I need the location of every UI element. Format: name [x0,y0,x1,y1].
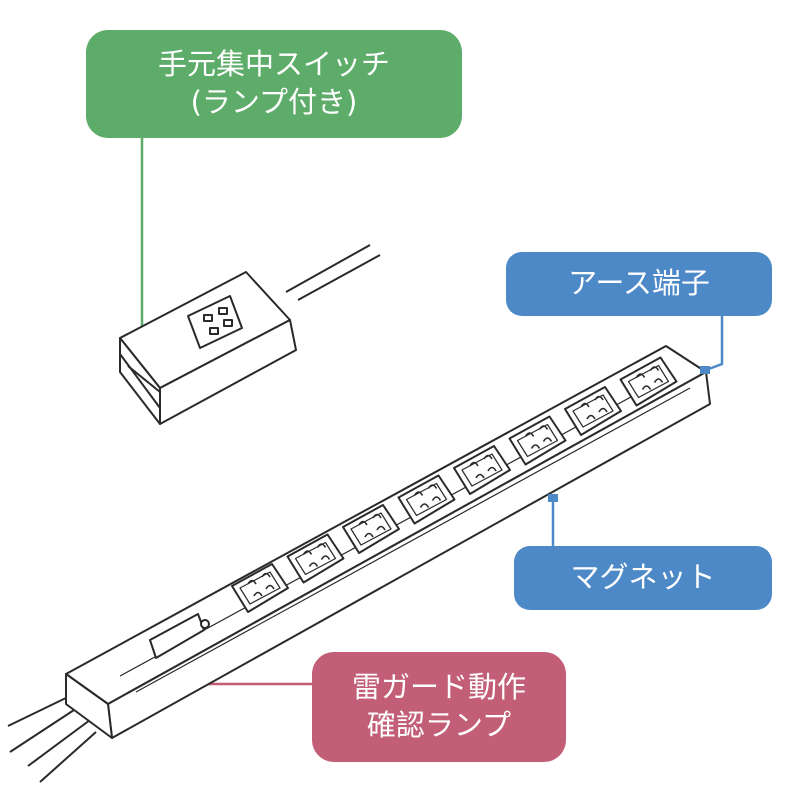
power-strip-body [7,345,711,783]
outlet [564,386,622,436]
lightning-guard-label: 雷ガード動作 [351,670,526,705]
outlet [231,563,289,613]
hand-switch-callout: 手元集中スイッチ (ランプ付き) [86,30,462,138]
hand-switch-sublabel: (ランプ付き) [190,85,358,119]
switch-cable [285,244,381,301]
outlet [508,415,567,466]
lightning-guard-lamp-callout: 雷ガード動作 確認ランプ [312,652,566,762]
lamp-indicator [200,619,210,629]
hand-switch-label: 手元集中スイッチ [157,47,390,82]
magnet-marker [548,494,558,502]
outlet [453,445,511,495]
hand-switch-unit [119,244,381,425]
earth-terminal-label: アース端子 [568,266,710,301]
lamp-window [149,613,205,659]
outlet [397,474,456,525]
outlet [286,533,345,584]
earth-leader-line [705,316,724,372]
outlet-group [231,356,678,613]
main-cable [7,695,97,783]
lightning-guard-sublabel: 確認ランプ [366,708,512,742]
earth-terminal [700,366,710,374]
outlet [342,504,400,554]
earth-terminal-callout: アース端子 [506,252,772,316]
outlet [619,356,678,407]
magnet-label: マグネット [570,560,716,595]
magnet-callout: マグネット [514,546,772,610]
switch-button [187,295,243,349]
